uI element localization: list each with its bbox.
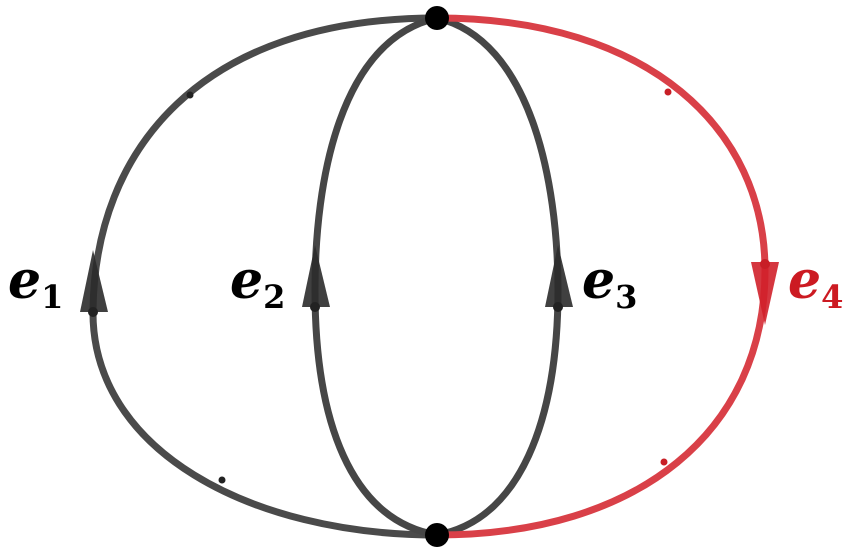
arrow-up-icon <box>80 250 108 317</box>
label-e4: e4 <box>788 250 843 316</box>
edge-e3 <box>436 14 562 539</box>
vertex-bottom <box>425 523 449 547</box>
arrow-down-icon <box>751 259 779 325</box>
label-e2: e2 <box>230 250 285 316</box>
label-e1: e1 <box>8 250 63 316</box>
label-e3: e3 <box>582 250 637 316</box>
arrow-up-icon <box>545 245 573 312</box>
arrow-up-icon <box>302 245 330 312</box>
edge-e2 <box>311 14 438 539</box>
edge-e1 <box>89 14 438 539</box>
vertex-top <box>425 6 449 30</box>
